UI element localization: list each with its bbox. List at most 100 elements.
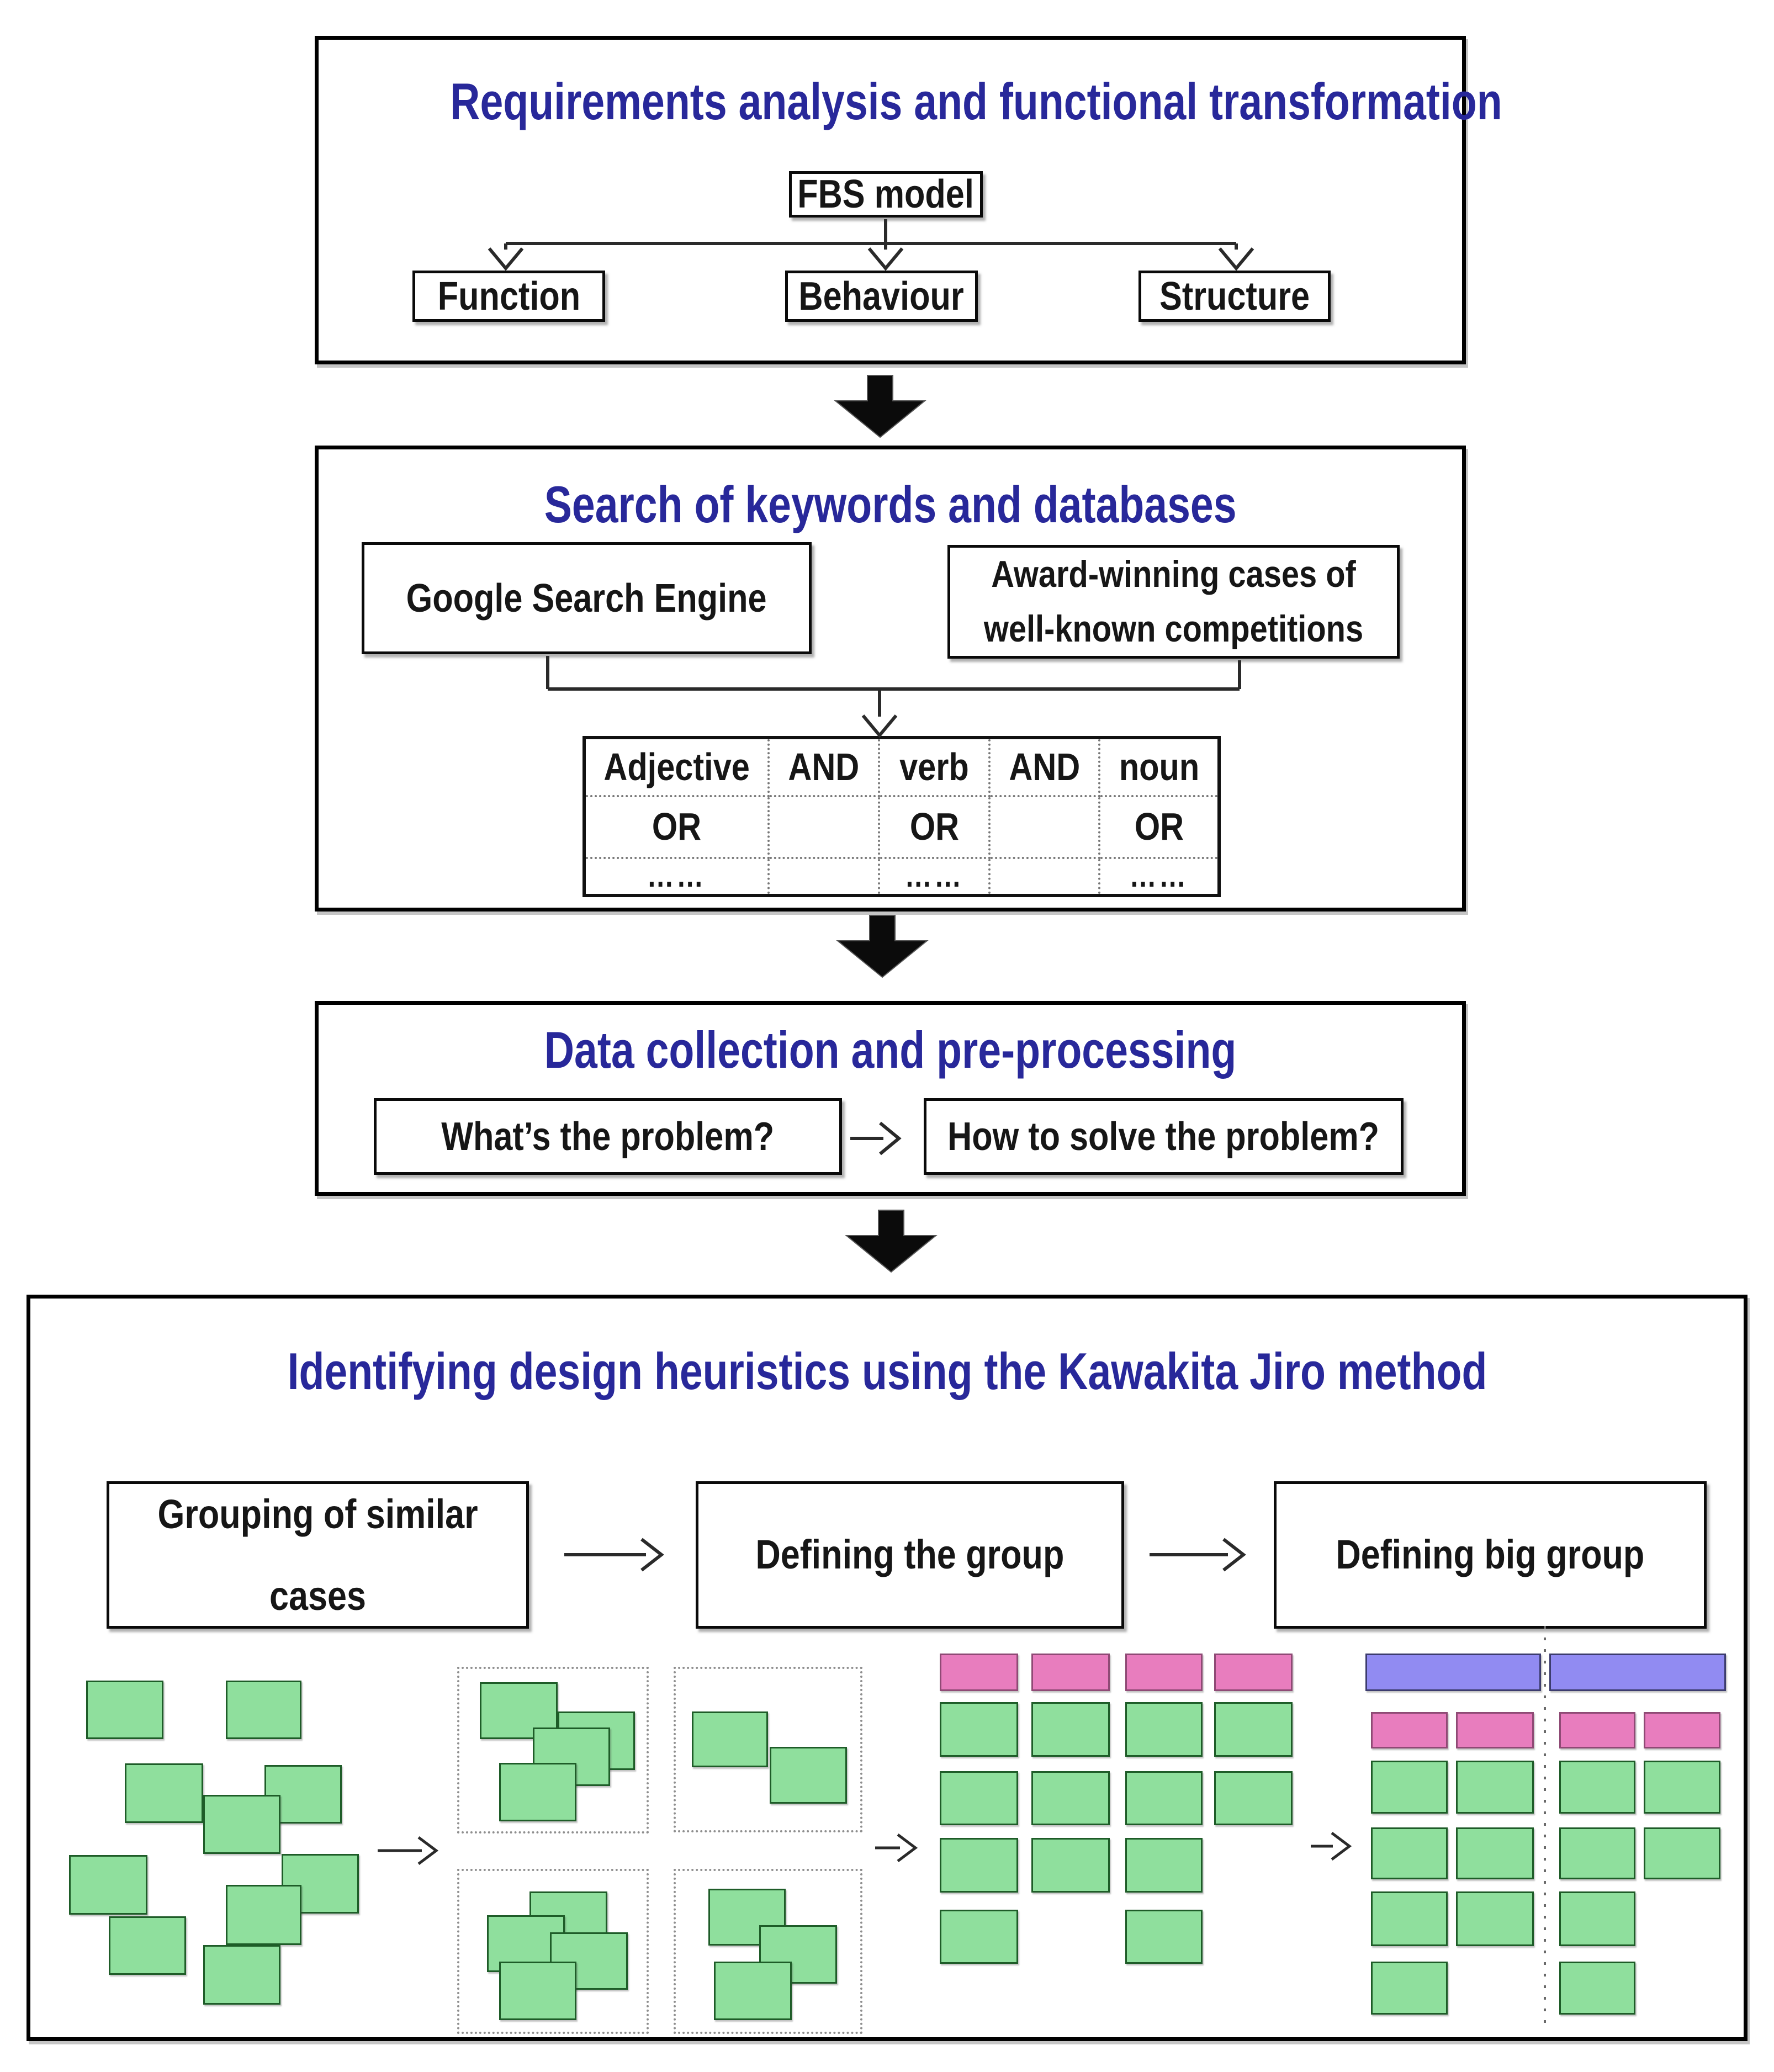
case-card xyxy=(226,1681,301,1739)
case-card xyxy=(499,1763,576,1821)
case-card xyxy=(1031,1771,1110,1825)
section-requirements: Requirements analysis and functional tra… xyxy=(315,36,1502,364)
node-whats-the-problem: What’s the problem? xyxy=(374,1098,842,1175)
step-defining-the-group: Defining the group xyxy=(696,1481,1124,1629)
case-card xyxy=(1125,1838,1203,1893)
case-card xyxy=(940,1838,1018,1893)
case-card xyxy=(1456,1827,1534,1879)
node-how-to-solve-label: How to solve the problem? xyxy=(947,1114,1380,1159)
section-kj-method-title: Identifying design heuristics using the … xyxy=(30,1343,1744,1400)
case-card xyxy=(1031,1702,1110,1757)
keyword-cell-or: OR xyxy=(1100,797,1217,859)
keyword-cell-empty xyxy=(991,859,1101,894)
case-card xyxy=(1214,1771,1293,1825)
keyword-cell: noun xyxy=(1100,739,1217,797)
node-behaviour-label: Behaviour xyxy=(798,274,965,319)
case-card xyxy=(1031,1838,1110,1893)
node-behaviour: Behaviour xyxy=(785,271,978,322)
section-data-collection: Data collection and pre-processing What’… xyxy=(315,1001,1466,1196)
keyword-cell-empty xyxy=(770,859,881,894)
case-card xyxy=(1559,1761,1635,1814)
case-card xyxy=(226,1885,301,1945)
case-card xyxy=(692,1711,768,1767)
group-outline-box xyxy=(457,1667,649,1833)
case-card xyxy=(125,1763,203,1823)
keyword-cell-ellipsis: …… xyxy=(586,858,770,894)
case-card xyxy=(770,1747,847,1804)
group-header-card xyxy=(1644,1712,1720,1748)
node-how-to-solve: How to solve the problem? xyxy=(924,1098,1404,1175)
case-card xyxy=(1214,1702,1293,1757)
case-card xyxy=(1125,1910,1203,1964)
case-card xyxy=(759,1925,837,1984)
step-grouping-similar-cases: Grouping of similar cases xyxy=(107,1481,529,1629)
case-card xyxy=(69,1855,147,1915)
keyword-cell: verb xyxy=(880,739,991,797)
section-flow-arrow xyxy=(836,915,929,978)
keyword-table: Adjective AND verb AND noun OR OR OR …… … xyxy=(582,736,1221,897)
step-defining-group-label: Defining the group xyxy=(755,1532,1065,1578)
node-award-cases-label: Award-winning cases of well-known compet… xyxy=(983,553,1364,650)
case-card xyxy=(714,1962,792,2020)
case-card xyxy=(940,1702,1018,1757)
keyword-cell-and: AND xyxy=(769,739,881,797)
case-card xyxy=(940,1771,1018,1825)
group-outline-box xyxy=(674,1869,862,2034)
group-header-card xyxy=(1031,1654,1110,1691)
section-requirements-title-text: Requirements analysis and functional tra… xyxy=(450,72,1502,130)
node-award-cases: Award-winning cases of well-known compet… xyxy=(947,545,1400,659)
case-card xyxy=(203,1945,280,2005)
group-header-card xyxy=(1214,1654,1293,1691)
step-defining-big-group: Defining big group xyxy=(1274,1481,1707,1629)
case-card xyxy=(1559,1962,1635,2015)
group-header-card xyxy=(1456,1712,1534,1748)
section-flow-arrow xyxy=(845,1210,938,1273)
keyword-cell-and: AND xyxy=(991,739,1101,797)
section-search-title-text: Search of keywords and databases xyxy=(544,475,1237,533)
group-outline-box xyxy=(457,1869,649,2034)
section-requirements-title: Requirements analysis and functional tra… xyxy=(319,73,1502,130)
node-function: Function xyxy=(412,271,605,322)
keyword-cell-or: OR xyxy=(586,797,770,859)
section-search: Search of keywords and databases Google … xyxy=(315,446,1466,912)
keyword-cell-ellipsis: …… xyxy=(880,858,991,894)
big-group-header-card xyxy=(1549,1654,1726,1691)
section-kj-method: Identifying design heuristics using the … xyxy=(27,1295,1747,2041)
case-card xyxy=(499,1962,576,2020)
node-google-search-label: Google Search Engine xyxy=(406,576,767,621)
node-fbs-model-label: FBS model xyxy=(797,172,975,216)
case-card xyxy=(1371,1761,1448,1814)
big-group-header-card xyxy=(1365,1654,1541,1691)
step-defining-big-group-label: Defining big group xyxy=(1336,1532,1645,1578)
case-card xyxy=(1644,1761,1720,1814)
node-structure-label: Structure xyxy=(1159,274,1310,319)
keyword-cell-empty xyxy=(769,797,881,859)
node-google-search: Google Search Engine xyxy=(362,542,812,654)
section-search-title: Search of keywords and databases xyxy=(319,476,1462,533)
case-card xyxy=(203,1795,280,1854)
keyword-cell-or: OR xyxy=(880,797,991,859)
case-card xyxy=(940,1910,1018,1964)
group-header-card xyxy=(1559,1712,1635,1748)
step-grouping-label: Grouping of similar cases xyxy=(157,1491,478,1619)
keyword-cell-ellipsis: …… xyxy=(1129,858,1189,894)
case-card xyxy=(1371,1962,1448,2015)
section-data-collection-title-text: Data collection and pre-processing xyxy=(544,1021,1237,1079)
keyword-cell: Adjective xyxy=(586,739,770,797)
case-card xyxy=(1125,1702,1203,1757)
case-card xyxy=(1559,1827,1635,1879)
case-card xyxy=(1456,1891,1534,1946)
case-card xyxy=(1456,1761,1534,1814)
case-card xyxy=(1644,1827,1720,1879)
section-kj-method-title-text: Identifying design heuristics using the … xyxy=(287,1342,1487,1400)
node-structure: Structure xyxy=(1138,271,1331,322)
section-data-collection-title: Data collection and pre-processing xyxy=(319,1021,1462,1079)
group-outline-box xyxy=(674,1667,862,1832)
case-card xyxy=(1559,1891,1635,1946)
group-header-card xyxy=(1371,1712,1448,1748)
node-whats-the-problem-label: What’s the problem? xyxy=(441,1114,775,1159)
keyword-cell-empty xyxy=(991,797,1101,859)
case-card xyxy=(1125,1771,1203,1825)
case-card xyxy=(1371,1827,1448,1879)
